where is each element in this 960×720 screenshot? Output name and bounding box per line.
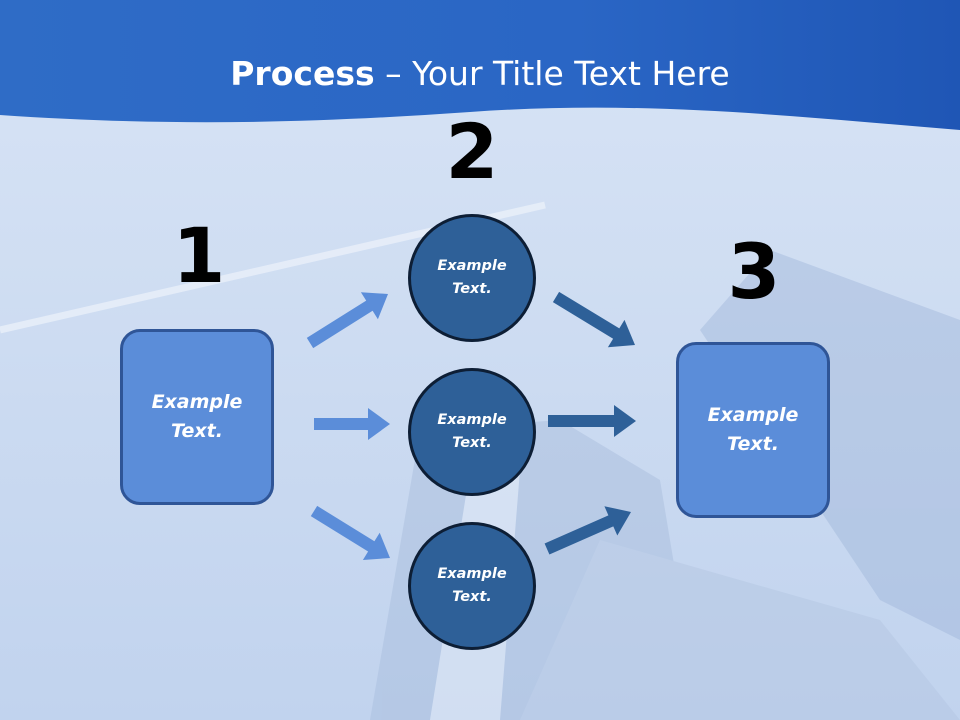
step-number-3: 3: [727, 227, 781, 316]
step-2-circle-middle[interactable]: Example Text.: [408, 368, 536, 496]
slide-title-bold: Process: [230, 54, 375, 93]
step-number-2: 2: [445, 107, 499, 196]
step-number-1: 1: [172, 211, 226, 300]
step-2-circle-bottom[interactable]: Example Text.: [408, 522, 536, 650]
step-2-circle-top[interactable]: Example Text.: [408, 214, 536, 342]
arrow-middle-to-3: [548, 405, 636, 437]
slide-title-text: – Your Title Text Here: [374, 54, 730, 93]
header-band: [0, 0, 960, 130]
arrow-1-to-top: [306, 292, 388, 349]
arrow-1-to-bottom: [310, 505, 390, 560]
slide-title: Process – Your Title Text Here: [0, 52, 960, 96]
step-1-box[interactable]: Example Text.: [120, 329, 274, 505]
arrow-bottom-to-3: [544, 506, 631, 555]
arrow-top-to-3: [552, 291, 635, 348]
arrow-1-to-middle: [314, 408, 390, 440]
step-3-box[interactable]: Example Text.: [676, 342, 830, 518]
